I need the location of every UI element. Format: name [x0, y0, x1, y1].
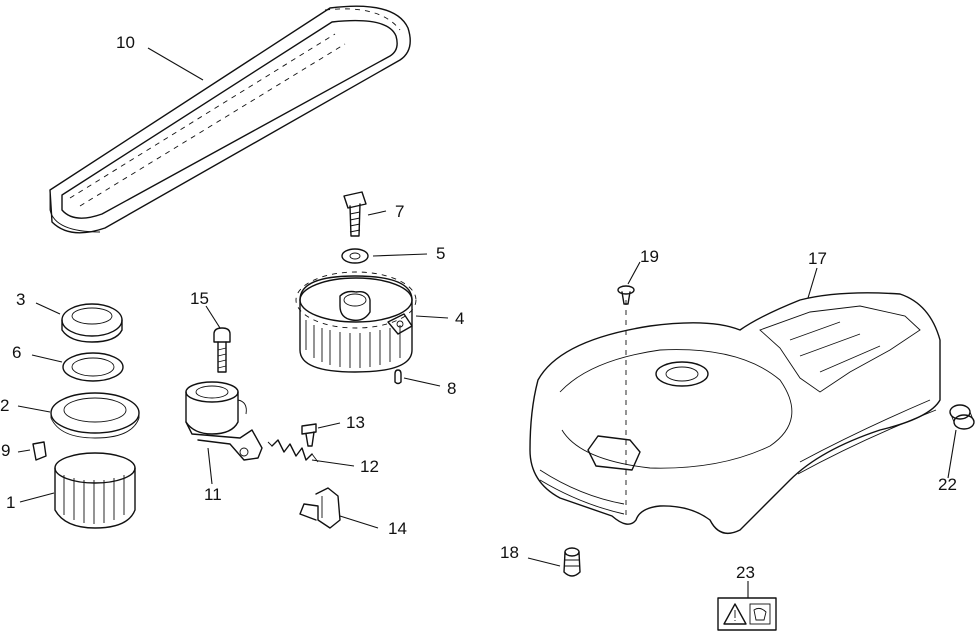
callout-12: 12	[360, 457, 379, 476]
callout-8: 8	[447, 379, 456, 398]
callout-23: 23	[736, 563, 755, 582]
part-19-screw	[617, 285, 635, 305]
part-18-grommet	[563, 547, 581, 577]
leader-lines	[17, 47, 957, 598]
part-2-ring	[50, 392, 140, 439]
callout-13: 13	[346, 413, 365, 432]
part-13-screw	[301, 423, 317, 447]
callout-9: 9	[1, 441, 10, 460]
callout-1: 1	[6, 493, 15, 512]
callout-4: 4	[455, 309, 464, 328]
part-1-hub	[54, 452, 136, 529]
part-5-washer	[341, 248, 369, 264]
callout-7: 7	[395, 202, 404, 221]
part-15-bolt	[213, 327, 231, 373]
callout-14: 14	[388, 519, 407, 538]
part-23-decal	[717, 597, 777, 631]
callout-2: 2	[0, 396, 9, 415]
part-3-nut	[61, 303, 123, 343]
part-7-bolt	[343, 191, 367, 237]
part-4-pulley	[295, 271, 417, 373]
part-22-grommet	[949, 404, 975, 430]
callout-19: 19	[640, 247, 659, 266]
part-11-bracket	[185, 381, 263, 461]
callout-17: 17	[808, 249, 827, 268]
callout-11: 11	[204, 485, 222, 504]
callout-22: 22	[938, 475, 957, 494]
callout-3: 3	[16, 290, 25, 309]
callout-18: 18	[500, 543, 519, 562]
part-8-pin	[394, 369, 402, 385]
callout-5: 5	[436, 244, 445, 263]
part-17-cover	[529, 292, 941, 534]
part-9-key	[32, 441, 47, 461]
callout-15: 15	[190, 289, 209, 308]
part-12-spring	[267, 439, 319, 463]
callout-10: 10	[116, 33, 135, 52]
part-6-seal	[62, 352, 124, 382]
callout-6: 6	[12, 343, 21, 362]
part-14-clip	[299, 487, 341, 529]
part-10-timing-belt	[49, 5, 411, 234]
